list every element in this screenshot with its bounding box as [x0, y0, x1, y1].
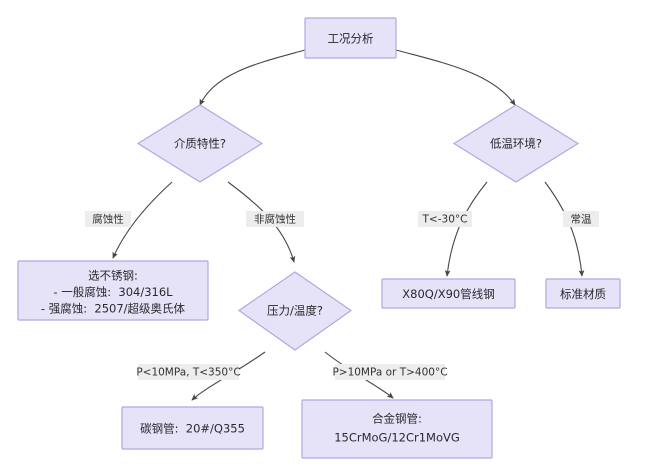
node-stainless-line-2: - 一般腐蚀: 304/316L [53, 285, 173, 299]
edge-label-noncorrosive-text: 非腐蚀性 [254, 213, 296, 226]
node-carbon-steel-label: 碳钢管: 20#/Q355 [140, 422, 245, 436]
edge-label-low-pressure: P<10MPa, T<350°C [136, 364, 241, 380]
node-alloy-steel-shape[interactable] [301, 399, 493, 459]
edge-medium-to-stainless [112, 181, 173, 259]
edge-label-corrosive-bg [85, 211, 131, 227]
edge-root-to-lowtemp [395, 49, 516, 106]
node-root-label: 工况分析 [328, 32, 374, 46]
edge-label-low-pressure-bg [138, 364, 239, 380]
edge-lowtemp-to-pipeline [444, 181, 488, 277]
node-pressure-temp-label: 压力/温度? [267, 304, 323, 318]
node-lowtemp-shape[interactable] [452, 104, 580, 183]
node-medium-shape[interactable] [136, 104, 264, 183]
edge-label-normaltemp-text: 常温 [571, 213, 592, 226]
edge-label-lowtemp: T<-30°C [418, 211, 472, 227]
node-lowtemp[interactable]: 低温环境? [452, 104, 580, 183]
node-lowtemp-label: 低温环境? [490, 137, 542, 151]
node-pipeline-steel-label: X80Q/X90管线钢 [402, 287, 494, 301]
edge-label-normaltemp: 常温 [563, 211, 599, 227]
edge-label-noncorrosive: 非腐蚀性 [246, 211, 304, 227]
edge-group [112, 49, 585, 401]
node-stainless-line-1: 选不锈钢: [88, 269, 138, 283]
node-pressure-temp[interactable]: 压力/温度? [237, 271, 353, 351]
node-alloy-steel-line-1: 合金钢管: [372, 412, 422, 426]
node-medium-label: 介质特性? [174, 137, 226, 151]
edge-label-high-pressure: P>10MPa or T>400°C [332, 364, 448, 380]
edge-label-high-pressure-bg [335, 364, 445, 380]
edge-lowtemp-to-standard [544, 181, 585, 277]
node-pressure-temp-shape[interactable] [237, 271, 353, 351]
edge-label-low-pressure-text: P<10MPa, T<350°C [136, 367, 240, 379]
node-carbon-steel[interactable]: 碳钢管: 20#/Q355 [121, 406, 264, 450]
node-root[interactable]: 工况分析 [304, 17, 397, 59]
node-carbon-steel-shape[interactable] [121, 406, 264, 450]
node-alloy-steel[interactable]: 合金钢管: 15CrMoG/12Cr1MoVG [301, 399, 493, 459]
edge-label-lowtemp-bg [418, 211, 472, 227]
edge-label-lowtemp-text: T<-30°C [422, 214, 468, 226]
node-stainless[interactable]: 选不锈钢: - 一般腐蚀: 304/316L - 强腐蚀: 2507/超级奥氏体 [17, 260, 209, 321]
node-alloy-steel-line-2: 15CrMoG/12Cr1MoVG [334, 431, 460, 445]
node-stainless-line-3: - 强腐蚀: 2507/超级奥氏体 [41, 302, 186, 316]
edge-label-high-pressure-text: P>10MPa or T>400°C [332, 367, 447, 379]
node-medium[interactable]: 介质特性? [136, 104, 264, 183]
edge-root-to-medium [199, 49, 306, 106]
node-standard-material-label: 标准材质 [560, 287, 606, 301]
node-standard-material[interactable]: 标准材质 [545, 278, 621, 309]
edge-label-normaltemp-bg [563, 211, 599, 227]
edge-label-noncorrosive-bg [246, 211, 304, 227]
node-pipeline-steel[interactable]: X80Q/X90管线钢 [381, 278, 516, 309]
node-root-shape[interactable] [304, 17, 397, 59]
node-standard-material-shape[interactable] [545, 278, 621, 309]
node-stainless-shape[interactable] [17, 260, 209, 321]
edge-label-corrosive-text: 腐蚀性 [92, 213, 124, 226]
edge-label-corrosive: 腐蚀性 [85, 211, 131, 227]
node-pipeline-steel-shape[interactable] [381, 278, 516, 309]
